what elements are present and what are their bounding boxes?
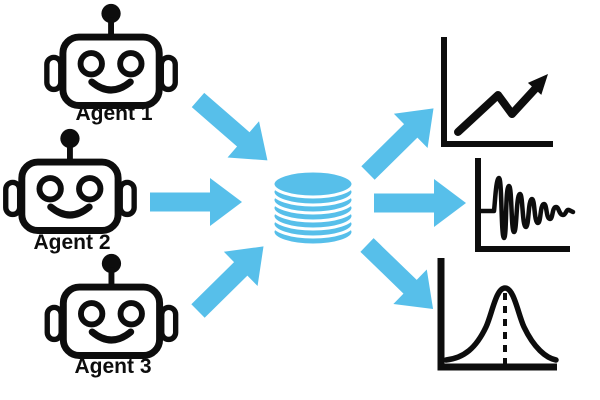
- agent-2-robot-icon: [6, 129, 134, 231]
- trend-line-chart-icon: [441, 37, 553, 147]
- damped-oscillation-chart-icon: [475, 158, 576, 252]
- arrow-database-to-oscillation-chart: [374, 179, 466, 227]
- arrow-agent2-to-database: [150, 178, 242, 226]
- arrow-agent1-to-database: [182, 81, 284, 179]
- agent-1-robot-icon: [47, 4, 175, 106]
- arrow-agent3-to-database: [181, 229, 281, 329]
- agent-3-robot-icon: [47, 254, 175, 356]
- agent-2-label: Agent 2: [33, 231, 111, 254]
- database-stack-icon: [271, 169, 355, 247]
- arrow-database-to-bell-curve-chart: [350, 227, 450, 327]
- agent-1-label: Agent 1: [75, 102, 153, 125]
- arrow-database-to-trend-chart: [351, 91, 451, 191]
- bell-curve-chart-icon: [437, 258, 559, 371]
- agent-3-label: Agent 3: [74, 355, 152, 378]
